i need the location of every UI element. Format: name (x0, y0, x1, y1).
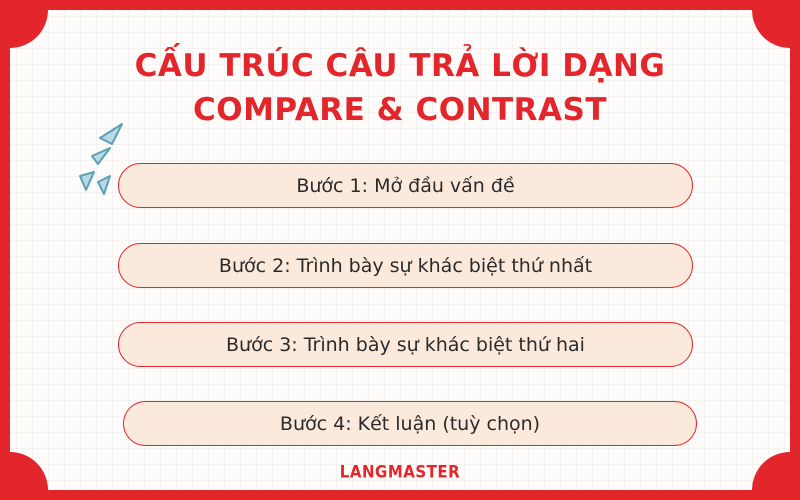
brand-logo: LANGMASTER (339, 461, 461, 483)
step-4: Bước 4: Kết luận (tuỳ chọn) (123, 401, 697, 446)
step-2: Bước 2: Trình bày sự khác biệt thứ nhất (118, 243, 693, 288)
page-title-line-2: COMPARE & CONTRAST (192, 92, 607, 128)
sparkle-icon (79, 123, 123, 195)
page-title-line-1: CẤU TRÚC CÂU TRẢ LỜI DẠNG (134, 48, 666, 84)
step-1: Bước 1: Mở đầu vấn đề (118, 163, 693, 208)
step-3: Bước 3: Trình bày sự khác biệt thứ hai (118, 322, 693, 367)
